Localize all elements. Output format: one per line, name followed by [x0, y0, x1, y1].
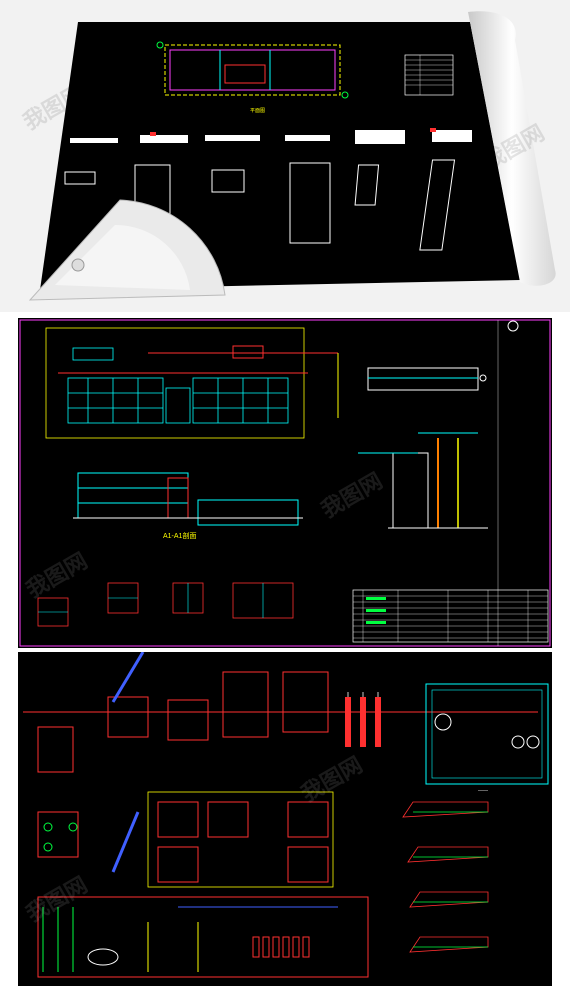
cad-sheet-3: ——: [18, 652, 552, 986]
cad-sheet-2: A1-A1剖面 我图网 我图网: [18, 318, 552, 648]
paper-roll: [468, 11, 556, 286]
sheet-1-drawing: 平面图: [28, 11, 556, 301]
cad-sheet-1: 平面图 我图网 我图网: [0, 0, 570, 312]
svg-text:平面图: 平面图: [250, 108, 265, 114]
svg-text:——: ——: [478, 788, 488, 794]
sheet-3-drawing: ——: [23, 652, 549, 978]
section-label: A1-A1剖面: [163, 531, 196, 540]
sheet-2-drawing: A1-A1剖面: [19, 319, 551, 647]
